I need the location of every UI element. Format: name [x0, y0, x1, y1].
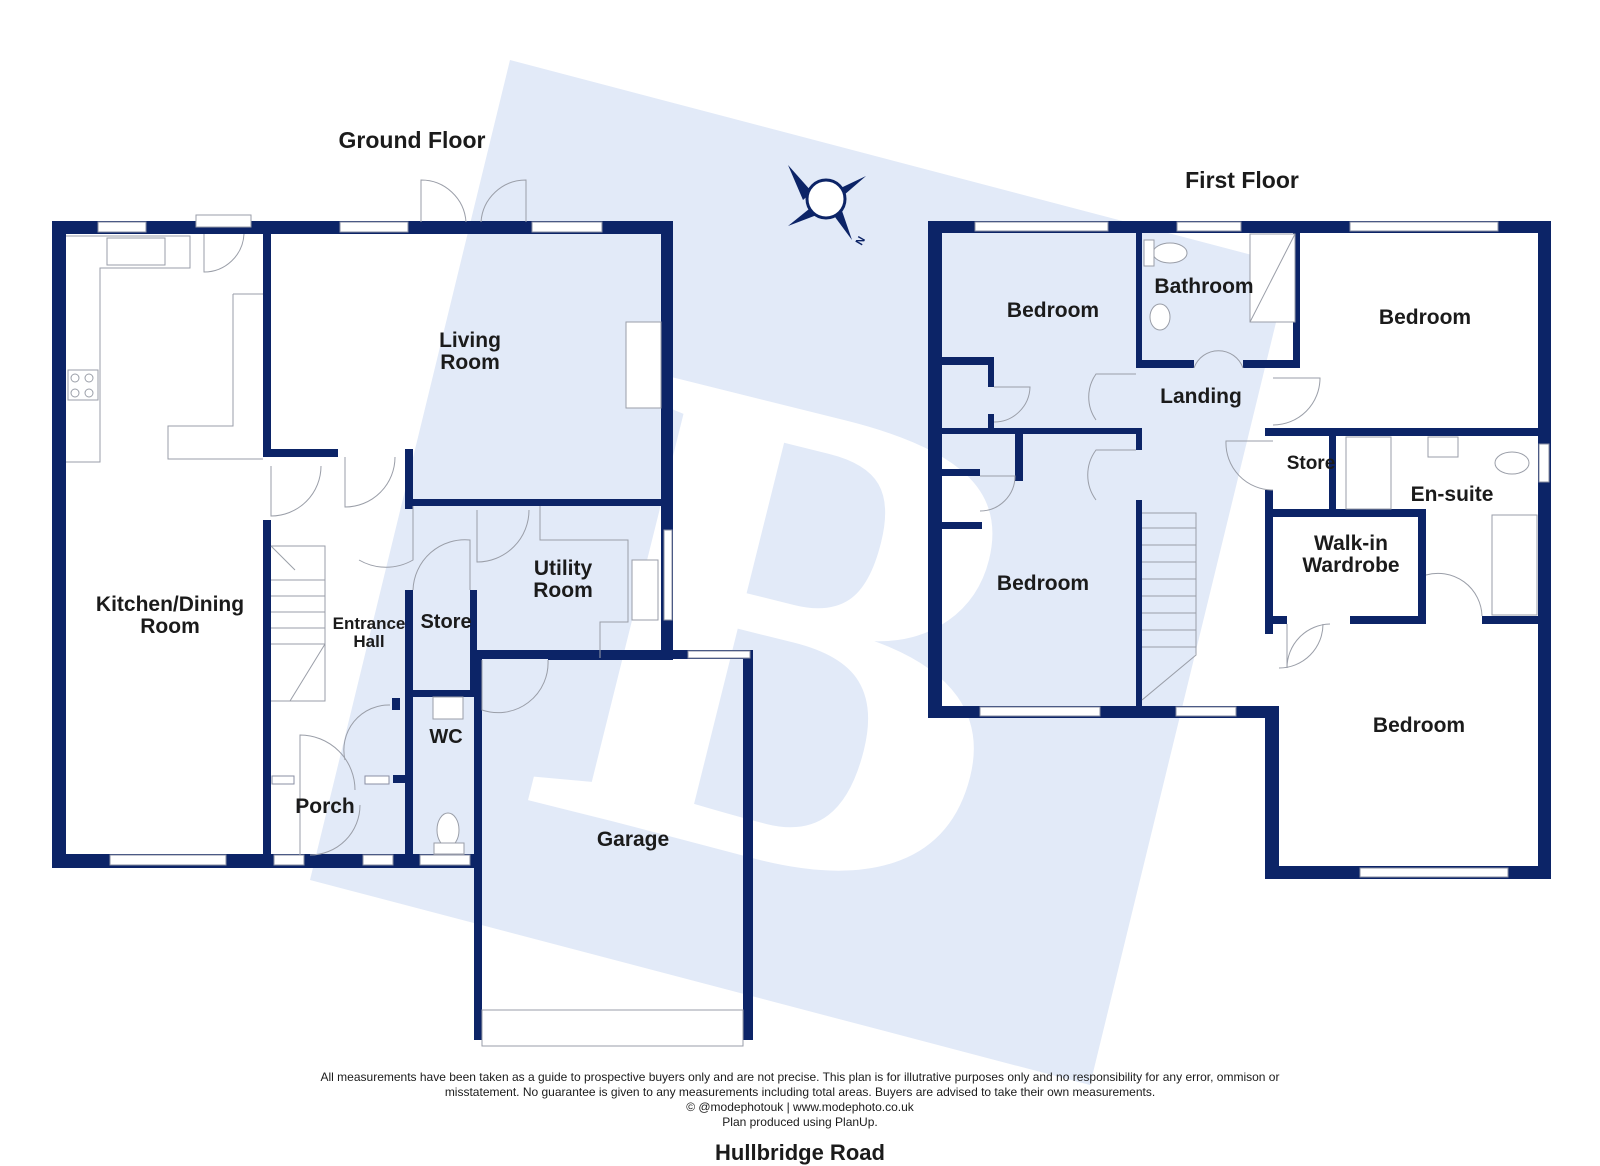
bedroom-ne-label: Bedroom	[1379, 306, 1471, 329]
bath-icon	[1491, 514, 1538, 616]
bedroom-w-label: Bedroom	[997, 572, 1089, 595]
walkin-label-2: Wardrobe	[1302, 554, 1399, 577]
disclaimer-line-1: All measurements have been taken as a gu…	[320, 1070, 1280, 1084]
watermark-logo: B	[310, 60, 1290, 1085]
bedroom-se-label: Bedroom	[1373, 714, 1465, 737]
store-first-label: Store	[1287, 453, 1336, 474]
wc-label: WC	[429, 726, 462, 748]
plan-credit-line: Plan produced using PlanUp.	[722, 1115, 878, 1129]
road-name: Hullbridge Road	[715, 1140, 885, 1165]
bathroom-label: Bathroom	[1154, 275, 1253, 298]
living-room-label-1: Living	[439, 329, 501, 352]
toilet-icon	[436, 812, 460, 848]
first-floor-fixtures	[979, 233, 1538, 701]
store-label: Store	[420, 611, 471, 633]
ensuite-label: En-suite	[1411, 483, 1494, 506]
shower-icon	[1345, 436, 1392, 510]
entrance-hall-label-2: Hall	[353, 632, 384, 651]
first-floor-labels: Bedroom Bathroom Bedroom Landing Store E…	[997, 275, 1494, 737]
ground-floor-fixtures	[66, 179, 744, 1047]
first-floor-windows	[974, 221, 1550, 878]
utility-room-label-2: Room	[533, 579, 593, 602]
kitchen-sink-icon	[106, 237, 166, 266]
basin-icon	[1427, 436, 1459, 458]
utility-room-label-1: Utility	[534, 557, 593, 580]
copyright-line: © @modephotouk | www.modephoto.co.uk	[686, 1100, 914, 1114]
walkin-label-1: Walk-in	[1314, 532, 1388, 555]
disclaimer-line-2: misstatement. No guarantee is given to a…	[444, 1085, 1156, 1099]
basin-icon	[1149, 303, 1171, 331]
ground-floor-labels: Kitchen/Dining Room Living Room Entrance…	[96, 329, 669, 851]
basin-icon	[432, 696, 464, 720]
ground-floor-title: Ground Floor	[339, 127, 486, 153]
toilet-icon	[1152, 242, 1188, 264]
kitchen-dining-label-1: Kitchen/Dining	[96, 593, 244, 616]
bedroom-nw-label: Bedroom	[1007, 299, 1099, 322]
living-room-label-2: Room	[440, 351, 500, 374]
kitchen-dining-label-2: Room	[140, 615, 200, 638]
landing-label: Landing	[1160, 385, 1242, 408]
toilet-icon	[1494, 451, 1530, 475]
ground-floor-windows	[97, 221, 751, 866]
first-floor-title: First Floor	[1185, 167, 1299, 193]
disclaimer: All measurements have been taken as a gu…	[250, 1070, 1350, 1130]
porch-label: Porch	[295, 795, 355, 818]
entrance-hall-label-1: Entrance	[333, 614, 406, 633]
garage-label: Garage	[597, 828, 669, 851]
